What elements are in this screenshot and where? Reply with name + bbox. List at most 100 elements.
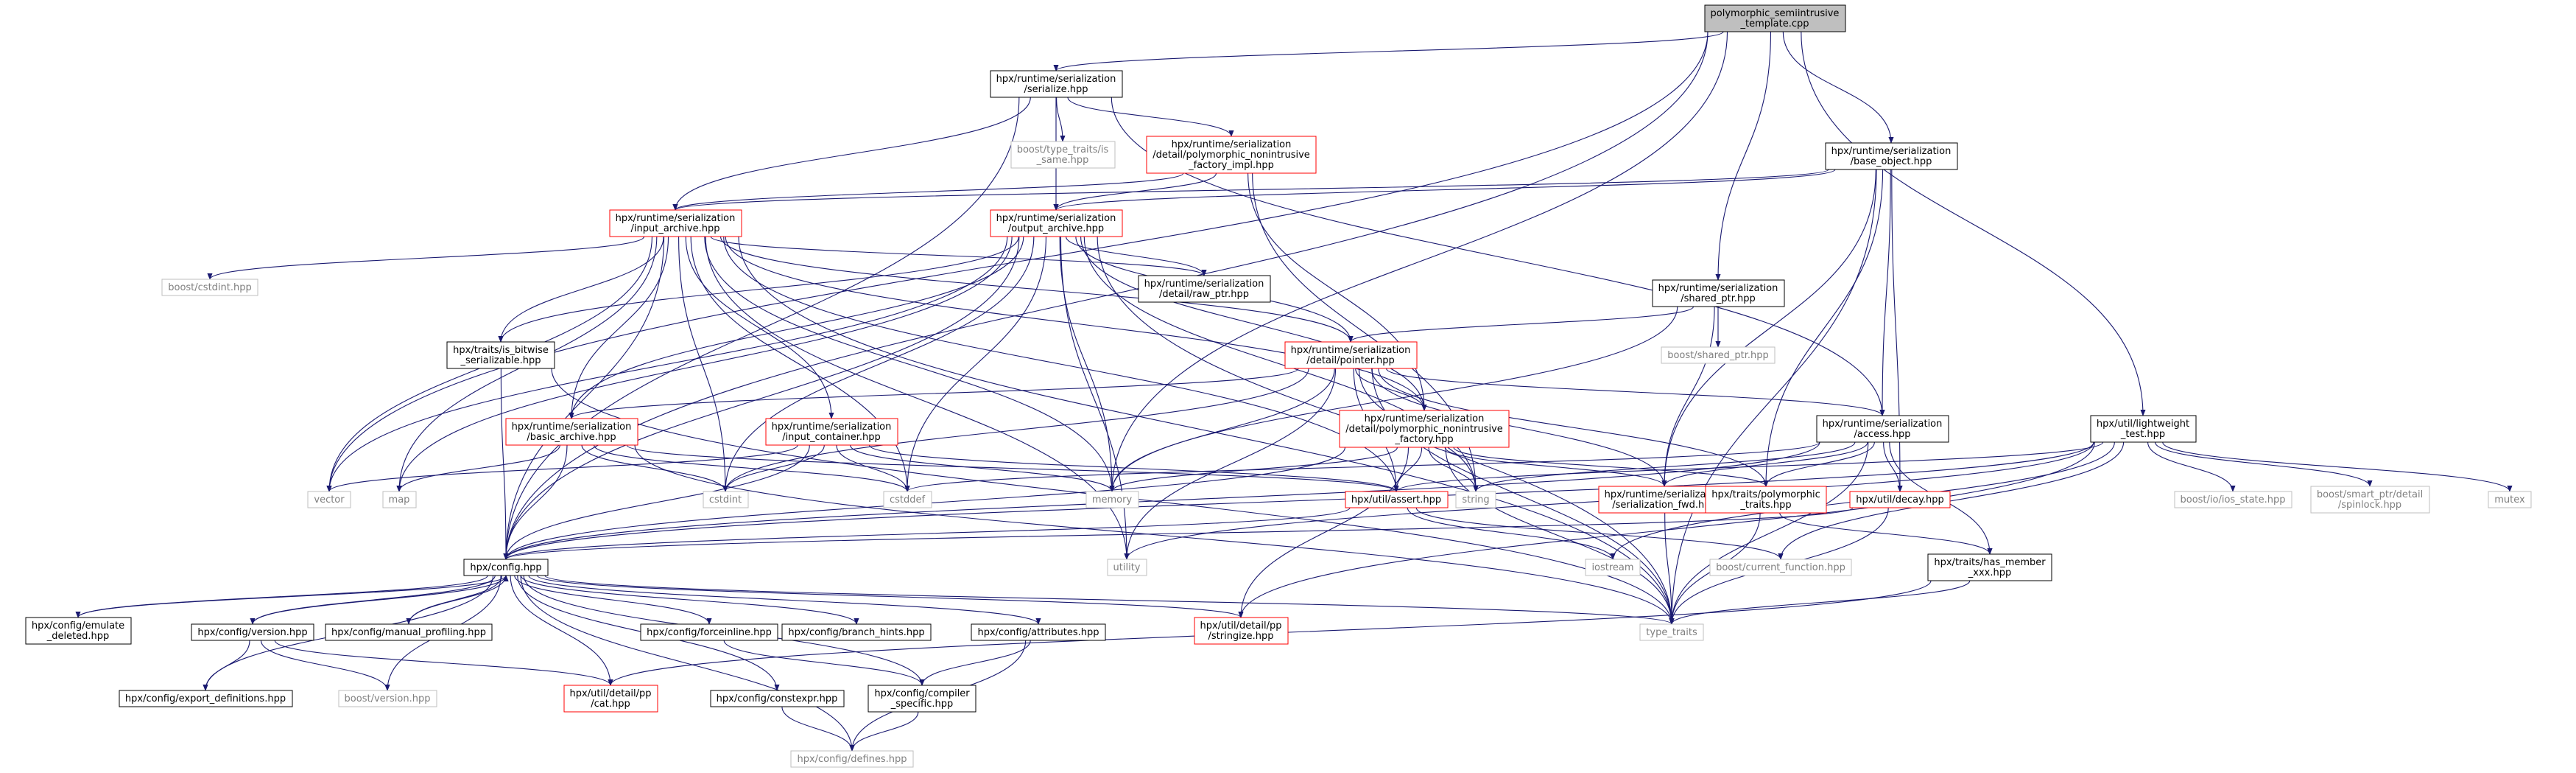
node-label: hpx/util/decay.hpp xyxy=(1856,494,1944,506)
node-mutex[interactable]: mutex xyxy=(2488,491,2532,508)
edge-serialize-to-type_traits_is_same xyxy=(1056,97,1066,142)
node-label: string xyxy=(1462,494,1489,506)
node-boost_cstdint[interactable]: boost/cstdint.hpp xyxy=(161,279,258,296)
node-label: boost/cstdint.hpp xyxy=(168,282,252,293)
node-memory[interactable]: memory xyxy=(1085,491,1139,508)
edge-base_object-to-type_traits xyxy=(1669,169,1877,625)
node-type_traits_is_same[interactable]: boost/type_traits/is_same.hpp xyxy=(1010,141,1116,169)
node-vector[interactable]: vector xyxy=(307,491,351,508)
node-label: _factory_impl.hpp xyxy=(1188,160,1274,171)
node-constexpr[interactable]: hpx/config/constexpr.hpp xyxy=(710,690,845,707)
node-label: _same.hpp xyxy=(1036,155,1089,166)
node-box xyxy=(703,491,749,508)
node-box xyxy=(1652,279,1785,307)
edge-base_object-to-input_archive xyxy=(672,169,1829,211)
node-poly_factory[interactable]: hpx/runtime/serialization/detail/polymor… xyxy=(1339,410,1510,448)
node-pointer[interactable]: hpx/runtime/serialization/detail/pointer… xyxy=(1284,341,1418,369)
node-spinlock[interactable]: boost/smart_ptr/detail/spinlock.hpp xyxy=(2310,486,2430,514)
node-map[interactable]: map xyxy=(382,491,417,508)
edge-cfg_version-to-boost_version xyxy=(260,640,390,691)
node-box xyxy=(1194,617,1289,645)
node-decay[interactable]: hpx/util/decay.hpp xyxy=(1849,491,1951,508)
node-base_object[interactable]: hpx/runtime/serialization/base_object.hp… xyxy=(1825,142,1958,170)
node-box xyxy=(505,418,638,446)
edge-root-to-memory xyxy=(1109,31,1728,492)
node-label: hpx/config/version.hpp xyxy=(197,627,307,638)
node-lightweight_test[interactable]: hpx/util/lightweight_test.hpp xyxy=(2090,415,2197,443)
node-box xyxy=(1284,341,1418,369)
node-root[interactable]: polymorphic_semiintrusive_template.cpp xyxy=(1704,4,1846,32)
node-label: boost/io/ios_state.hpp xyxy=(2181,494,2286,506)
node-label: /input_container.hpp xyxy=(782,432,881,443)
node-label: hpx/traits/has_member xyxy=(1934,557,2046,568)
node-emulate_deleted[interactable]: hpx/config/emulate_deleted.hpp xyxy=(25,617,132,645)
edge-pointer-to-access xyxy=(1385,368,1885,416)
node-manual_profiling[interactable]: hpx/config/manual_profiling.hpp xyxy=(325,623,493,641)
node-label: hpx/util/lightweight xyxy=(2097,419,2189,430)
node-assert[interactable]: hpx/util/assert.hpp xyxy=(1345,491,1449,508)
node-string[interactable]: string xyxy=(1455,491,1496,508)
node-input_archive[interactable]: hpx/runtime/serialization/input_archive.… xyxy=(609,209,742,237)
edge-config-to-type_traits xyxy=(544,575,1675,625)
node-compiler_specific[interactable]: hpx/config/compiler_specific.hpp xyxy=(868,685,976,713)
node-ios_state[interactable]: boost/io/ios_state.hpp xyxy=(2174,491,2292,508)
node-forceinline[interactable]: hpx/config/forceinline.hpp xyxy=(640,623,778,641)
node-input_container[interactable]: hpx/runtime/serialization/input_containe… xyxy=(765,418,898,446)
node-label: /access.hpp xyxy=(1854,429,1910,440)
node-is_bitwise[interactable]: hpx/traits/is_bitwise_serializable.hpp xyxy=(446,341,555,369)
edge-output_archive-to-cstdint xyxy=(722,236,1035,492)
edge-output_archive-to-basic_archive xyxy=(569,236,1024,419)
node-label: boost/shared_ptr.hpp xyxy=(1667,350,1769,361)
edge-serialize-to-input_archive xyxy=(672,97,1031,211)
node-export_defs[interactable]: hpx/config/export_definitions.hpp xyxy=(119,690,293,707)
node-box xyxy=(1927,553,2052,581)
node-boost_version[interactable]: boost/version.hpp xyxy=(338,690,437,707)
node-attributes[interactable]: hpx/config/attributes.hpp xyxy=(971,623,1106,641)
node-label: hpx/runtime/serialization xyxy=(772,422,892,433)
node-box xyxy=(446,341,555,369)
node-has_member[interactable]: hpx/traits/has_member_xxx.hpp xyxy=(1927,553,2052,581)
node-label: /detail/polymorphic_nonintrusive xyxy=(1345,424,1503,435)
node-cstddef[interactable]: cstddef xyxy=(883,491,932,508)
edge-compiler_specific-to-defines xyxy=(849,711,919,752)
edge-access-to-string xyxy=(1473,441,1856,492)
edge-input_archive-to-poly_factory xyxy=(725,236,1427,411)
node-current_function[interactable]: boost/current_function.hpp xyxy=(1709,559,1852,576)
node-output_archive[interactable]: hpx/runtime/serialization/output_archive… xyxy=(990,209,1123,237)
node-stringize[interactable]: hpx/util/detail/pp/stringize.hpp xyxy=(1194,617,1289,645)
node-box xyxy=(1639,623,1704,641)
edge-assert-to-config xyxy=(503,507,1351,560)
node-box xyxy=(1816,415,1949,443)
node-label: _xxx.hpp xyxy=(1968,567,2011,578)
node-box xyxy=(1085,491,1139,508)
node-cfg_version[interactable]: hpx/config/version.hpp xyxy=(191,623,314,641)
edge-config-to-branch_hints xyxy=(520,575,859,625)
node-box xyxy=(790,750,914,768)
edge-config-to-defines xyxy=(520,575,855,752)
node-pp_cat[interactable]: hpx/util/detail/pp/cat.hpp xyxy=(563,685,658,713)
edge-constexpr-to-defines xyxy=(781,706,855,752)
node-poly_traits[interactable]: hpx/traits/polymorphic_traits.hpp xyxy=(1705,486,1827,514)
node-label: hpx/config/forceinline.hpp xyxy=(647,627,772,638)
node-box xyxy=(1849,491,1951,508)
node-boost_shared_ptr[interactable]: boost/shared_ptr.hpp xyxy=(1661,346,1776,364)
node-branch_hints[interactable]: hpx/config/branch_hints.hpp xyxy=(781,623,932,641)
node-type_traits[interactable]: type_traits xyxy=(1639,623,1704,641)
node-label: /stringize.hpp xyxy=(1208,631,1273,642)
edge-input_archive-to-basic_archive xyxy=(569,236,669,419)
node-poly_factory_impl[interactable]: hpx/runtime/serialization/detail/polymor… xyxy=(1146,136,1317,174)
node-access[interactable]: hpx/runtime/serialization/access.hpp xyxy=(1816,415,1949,443)
node-shared_ptr[interactable]: hpx/runtime/serialization/shared_ptr.hpp xyxy=(1652,279,1785,307)
edge-output_archive-to-poly_factory xyxy=(1080,236,1427,411)
node-box xyxy=(2488,491,2532,508)
node-defines[interactable]: hpx/config/defines.hpp xyxy=(790,750,914,768)
node-raw_ptr[interactable]: hpx/runtime/serialization/detail/raw_ptr… xyxy=(1138,275,1271,303)
node-serialize[interactable]: hpx/runtime/serialization/serialize.hpp xyxy=(990,70,1123,98)
node-config[interactable]: hpx/config.hpp xyxy=(463,559,549,576)
node-utility[interactable]: utility xyxy=(1107,559,1147,576)
node-cstdint[interactable]: cstdint xyxy=(703,491,749,508)
node-basic_archive[interactable]: hpx/runtime/serialization/basic_archive.… xyxy=(505,418,638,446)
edge-poly_factory-to-string xyxy=(1428,447,1479,492)
node-iostream[interactable]: iostream xyxy=(1585,559,1641,576)
edge-lightweight_test-to-config xyxy=(503,441,2094,560)
